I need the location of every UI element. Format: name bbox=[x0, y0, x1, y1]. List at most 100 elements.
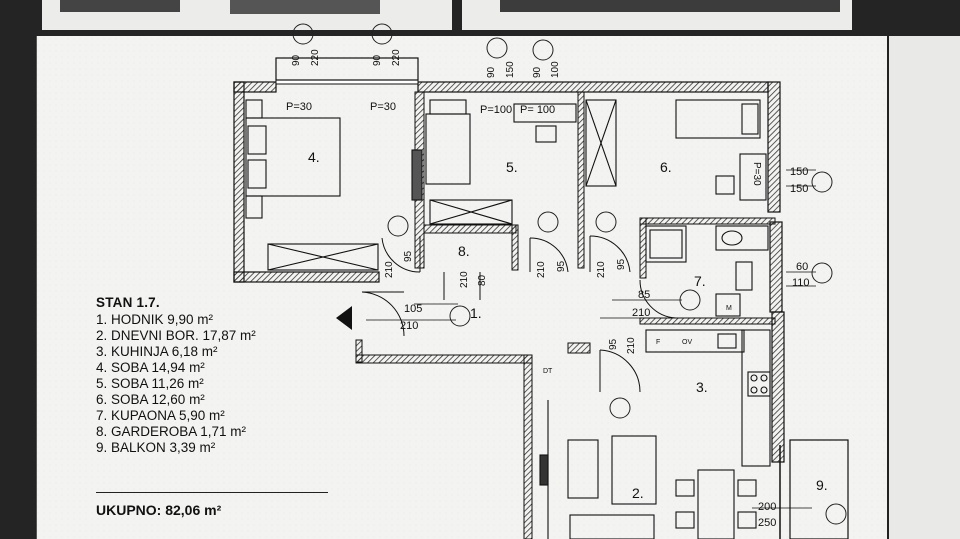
room-legend: STAN 1.7. 1. HODNIK 9,90 m² 2. DNEVNI BO… bbox=[96, 295, 332, 518]
legend-title: STAN 1.7. bbox=[96, 295, 160, 310]
dim-top-door3-b: 150 bbox=[505, 61, 516, 78]
shower bbox=[645, 225, 687, 263]
dimension-lines bbox=[366, 169, 816, 509]
dim-door3-b: 95 bbox=[556, 260, 567, 272]
wall-top-b bbox=[417, 81, 769, 93]
wall-bathroom-top bbox=[639, 217, 776, 225]
ref-circle bbox=[292, 23, 314, 45]
reference-circles bbox=[292, 23, 847, 525]
room-5-label: 5. bbox=[506, 159, 518, 175]
pillow-room6 bbox=[741, 103, 759, 135]
dim-right1-a: 150 bbox=[790, 166, 808, 178]
room-4-label: 4. bbox=[308, 149, 320, 165]
bed-room4 bbox=[245, 117, 341, 197]
dim-top-door2-b: 220 bbox=[391, 49, 402, 66]
chair-3 bbox=[737, 479, 757, 497]
ref-circle bbox=[825, 503, 847, 525]
kitchen-counter-right bbox=[741, 329, 771, 467]
door-bathroom bbox=[639, 279, 677, 319]
furniture bbox=[245, 99, 771, 539]
ref-circle bbox=[679, 289, 701, 311]
radiator-room5 bbox=[411, 149, 423, 201]
legend-item: 9. BALKON 3,39 m² bbox=[96, 440, 216, 455]
dining-table bbox=[697, 469, 735, 539]
basin-bowl bbox=[721, 230, 743, 246]
chair-2 bbox=[675, 511, 695, 529]
wall-pillar bbox=[567, 342, 591, 354]
upper-sheet-photo-left bbox=[60, 0, 180, 12]
dim-top-door3-a: 90 bbox=[486, 66, 497, 78]
wall-bathroom-left bbox=[639, 217, 647, 279]
wall-wardrobe-side bbox=[511, 224, 519, 271]
dim-bath-a: 85 bbox=[638, 289, 650, 301]
toilet bbox=[735, 261, 753, 291]
room-2-label: 2. bbox=[632, 485, 644, 501]
dim-top-door1-b: 220 bbox=[310, 49, 321, 66]
desk-chair-room5 bbox=[535, 125, 557, 143]
desk-room5 bbox=[513, 103, 577, 123]
legend-item: 5. SOBA 11,26 m² bbox=[96, 376, 204, 391]
dim-entry-b: 210 bbox=[400, 320, 418, 332]
ref-circle bbox=[595, 211, 617, 233]
wall-bathroom-bottom bbox=[639, 317, 776, 325]
legend-item: 4. SOBA 14,94 m² bbox=[96, 360, 205, 375]
dim-door4-b: 95 bbox=[616, 258, 627, 270]
oven-label: OV bbox=[682, 339, 692, 346]
ref-circle bbox=[537, 211, 559, 233]
dim-top-door1-a: 90 bbox=[291, 54, 302, 66]
dim-balcony-a: 200 bbox=[758, 501, 776, 513]
wall-bottom-room4 bbox=[233, 271, 380, 283]
room-6-label: 6. bbox=[660, 159, 672, 175]
washbasin bbox=[715, 225, 769, 251]
ref-circle bbox=[371, 23, 393, 45]
p-label-room4-a: P=30 bbox=[286, 101, 312, 113]
room-7-label: 7. bbox=[694, 273, 706, 289]
fridge-label: F bbox=[656, 339, 660, 346]
wall-right-mid bbox=[769, 221, 783, 313]
room-3-label: 3. bbox=[696, 379, 708, 395]
wall-right-lower bbox=[771, 311, 785, 463]
ref-circle bbox=[449, 305, 471, 327]
dim-balcony-b: 250 bbox=[758, 517, 776, 529]
balcony-room4 bbox=[275, 57, 419, 81]
room-1-label: 1. bbox=[470, 305, 482, 321]
upper-sheet-photo-mid bbox=[230, 0, 380, 14]
door-room4 bbox=[381, 237, 421, 273]
dim-door1-b: 95 bbox=[403, 250, 414, 262]
bed-room6 bbox=[675, 99, 761, 139]
legend-item: 7. KUPAONA 5,90 m² bbox=[96, 408, 225, 423]
dim-top-door2-a: 90 bbox=[372, 54, 383, 66]
legend-item: 2. DNEVNI BOR. 17,87 m² bbox=[96, 328, 256, 343]
dim-door7-b: 210 bbox=[626, 337, 637, 354]
wall-hall-bottom bbox=[355, 354, 533, 364]
door-room5 bbox=[529, 237, 569, 273]
ref-circle bbox=[387, 215, 409, 237]
desk-room6 bbox=[739, 153, 767, 201]
p-label-room4-b: P=30 bbox=[370, 101, 396, 113]
pillow-room5 bbox=[429, 99, 467, 115]
legend-item: 6. SOBA 12,60 m² bbox=[96, 392, 205, 407]
wardrobe-room4 bbox=[267, 243, 379, 271]
wardrobe-room5 bbox=[429, 199, 513, 225]
ref-circle bbox=[532, 39, 554, 61]
pillow-a bbox=[247, 125, 267, 155]
washing-machine bbox=[715, 293, 741, 317]
ref-circle bbox=[811, 262, 833, 284]
ref-circle bbox=[486, 37, 508, 59]
p-label-1: P=30 bbox=[751, 162, 762, 186]
p-label-room5-b: P= 100 bbox=[520, 104, 555, 116]
tv bbox=[539, 454, 549, 486]
dim-bath-b: 210 bbox=[632, 307, 650, 319]
balcony-9 bbox=[789, 439, 849, 539]
room-8-label: 8. bbox=[458, 243, 470, 259]
p-label-room5-a: P=100 bbox=[480, 104, 512, 116]
wall-left-room4 bbox=[233, 81, 245, 283]
chair-room6 bbox=[715, 175, 735, 195]
wardrobe-room6 bbox=[585, 99, 617, 187]
dim-door4-a: 210 bbox=[596, 261, 607, 278]
dim-door3-a: 210 bbox=[536, 261, 547, 278]
tap-label: DT bbox=[543, 368, 553, 375]
ref-circle bbox=[811, 171, 833, 193]
washer-label: M bbox=[726, 305, 732, 312]
